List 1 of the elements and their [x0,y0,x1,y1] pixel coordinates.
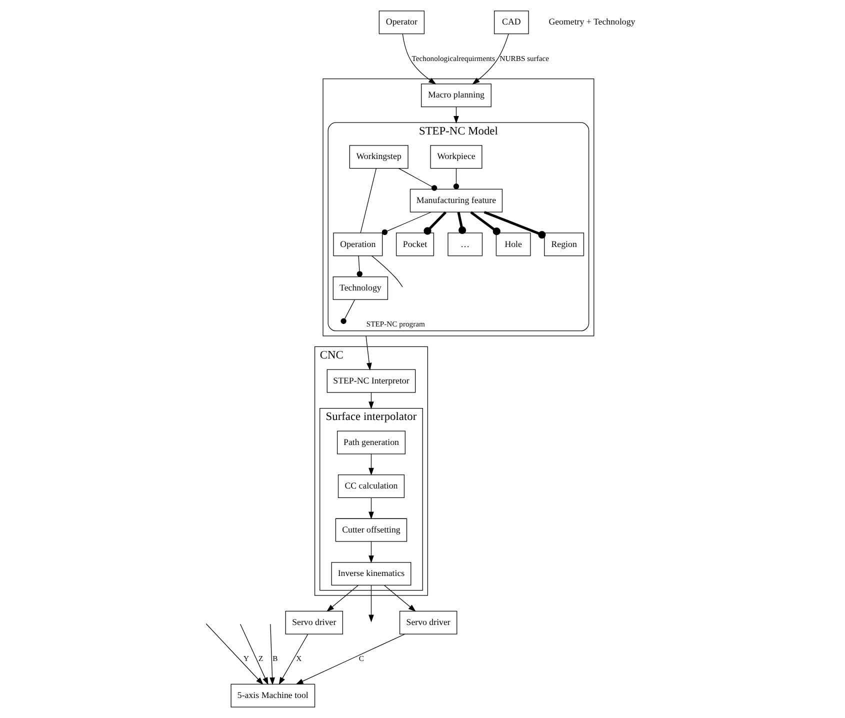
label: Geometry + Technology [548,16,635,27]
